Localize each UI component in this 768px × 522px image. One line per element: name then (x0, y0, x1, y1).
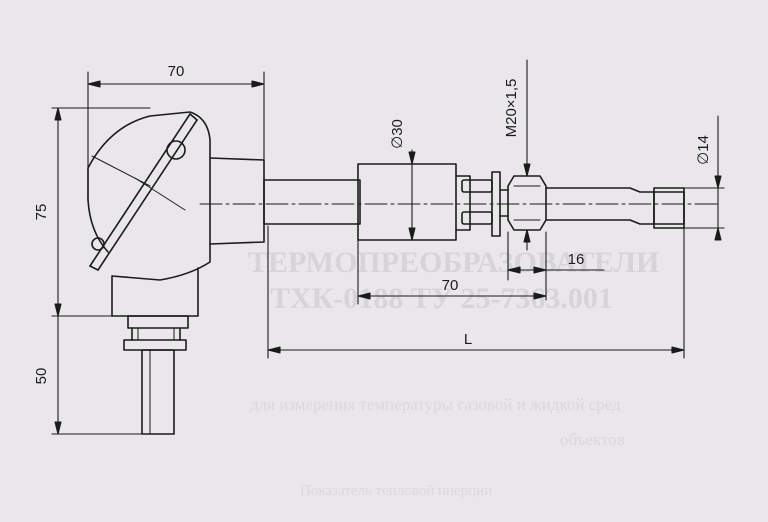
arrows-L (267, 346, 685, 354)
arrows-70-bottom (357, 292, 547, 300)
cable-stub (141, 349, 175, 435)
head-side-boss (209, 157, 265, 245)
head-housing-outline (87, 111, 211, 317)
head-centerline-b (134, 177, 186, 211)
arrow-thread-bottom (523, 229, 531, 243)
arrows-75 (54, 107, 62, 317)
body-neck (455, 175, 471, 231)
label-thread-length: 16 (568, 251, 585, 268)
hex-fitting (507, 175, 547, 231)
clamp-upper (461, 179, 493, 193)
arrows-d30 (408, 151, 416, 241)
clamp-lower (461, 211, 493, 225)
bleed-body-line2: объектов (560, 430, 625, 449)
dimension-lines (51, 59, 725, 435)
cover-screw-bottom (91, 237, 105, 251)
arrows-50 (54, 421, 62, 435)
bleed-through-text: ТЕРМОПРЕОБРАЗОВАТЕЛИ ТХК-0188 ТУ 25-7363… (248, 246, 659, 499)
stem-tube (263, 179, 361, 225)
cover-line-outer (89, 113, 191, 267)
label-body-diameter: ∅30 (389, 119, 406, 149)
head-lower-curve (87, 199, 109, 253)
connection-head (87, 111, 265, 435)
cover-screw-top (166, 140, 186, 160)
arrow-thread-top (523, 163, 531, 177)
bleed-body-line1: для измерения температуры газовой и жидк… (250, 395, 621, 414)
thermocouple-stem (199, 163, 721, 241)
thermowell-tip (653, 187, 685, 229)
cover-cap-top (189, 113, 198, 121)
cable-gland-flange (123, 339, 187, 351)
bleed-body-line3: Показатель тепловой инерции (300, 483, 492, 499)
cable-gland-nut (127, 315, 189, 329)
label-immersion-length: L (464, 331, 472, 348)
cover-line-inner (97, 119, 198, 271)
bleed-heading-line1: ТЕРМОПРЕОБРАЗОВАТЕЛИ (248, 246, 659, 279)
cover-cap-bottom (89, 265, 99, 271)
protective-body (357, 163, 457, 241)
arrows-d14 (714, 175, 722, 241)
thermowell (545, 187, 685, 225)
label-head-width: 70 (168, 63, 185, 80)
arrows-16 (507, 266, 547, 274)
bleed-heading-line2: ТХК-0188 ТУ 25-7363.001 (270, 282, 613, 315)
label-body-to-thread: 70 (442, 277, 459, 294)
label-tip-diameter: ∅14 (695, 135, 712, 165)
label-head-height: 75 (33, 204, 50, 221)
label-neck-height: 50 (33, 368, 50, 385)
label-thread: M20×1,5 (503, 79, 520, 138)
arrows-70-top (87, 80, 265, 88)
